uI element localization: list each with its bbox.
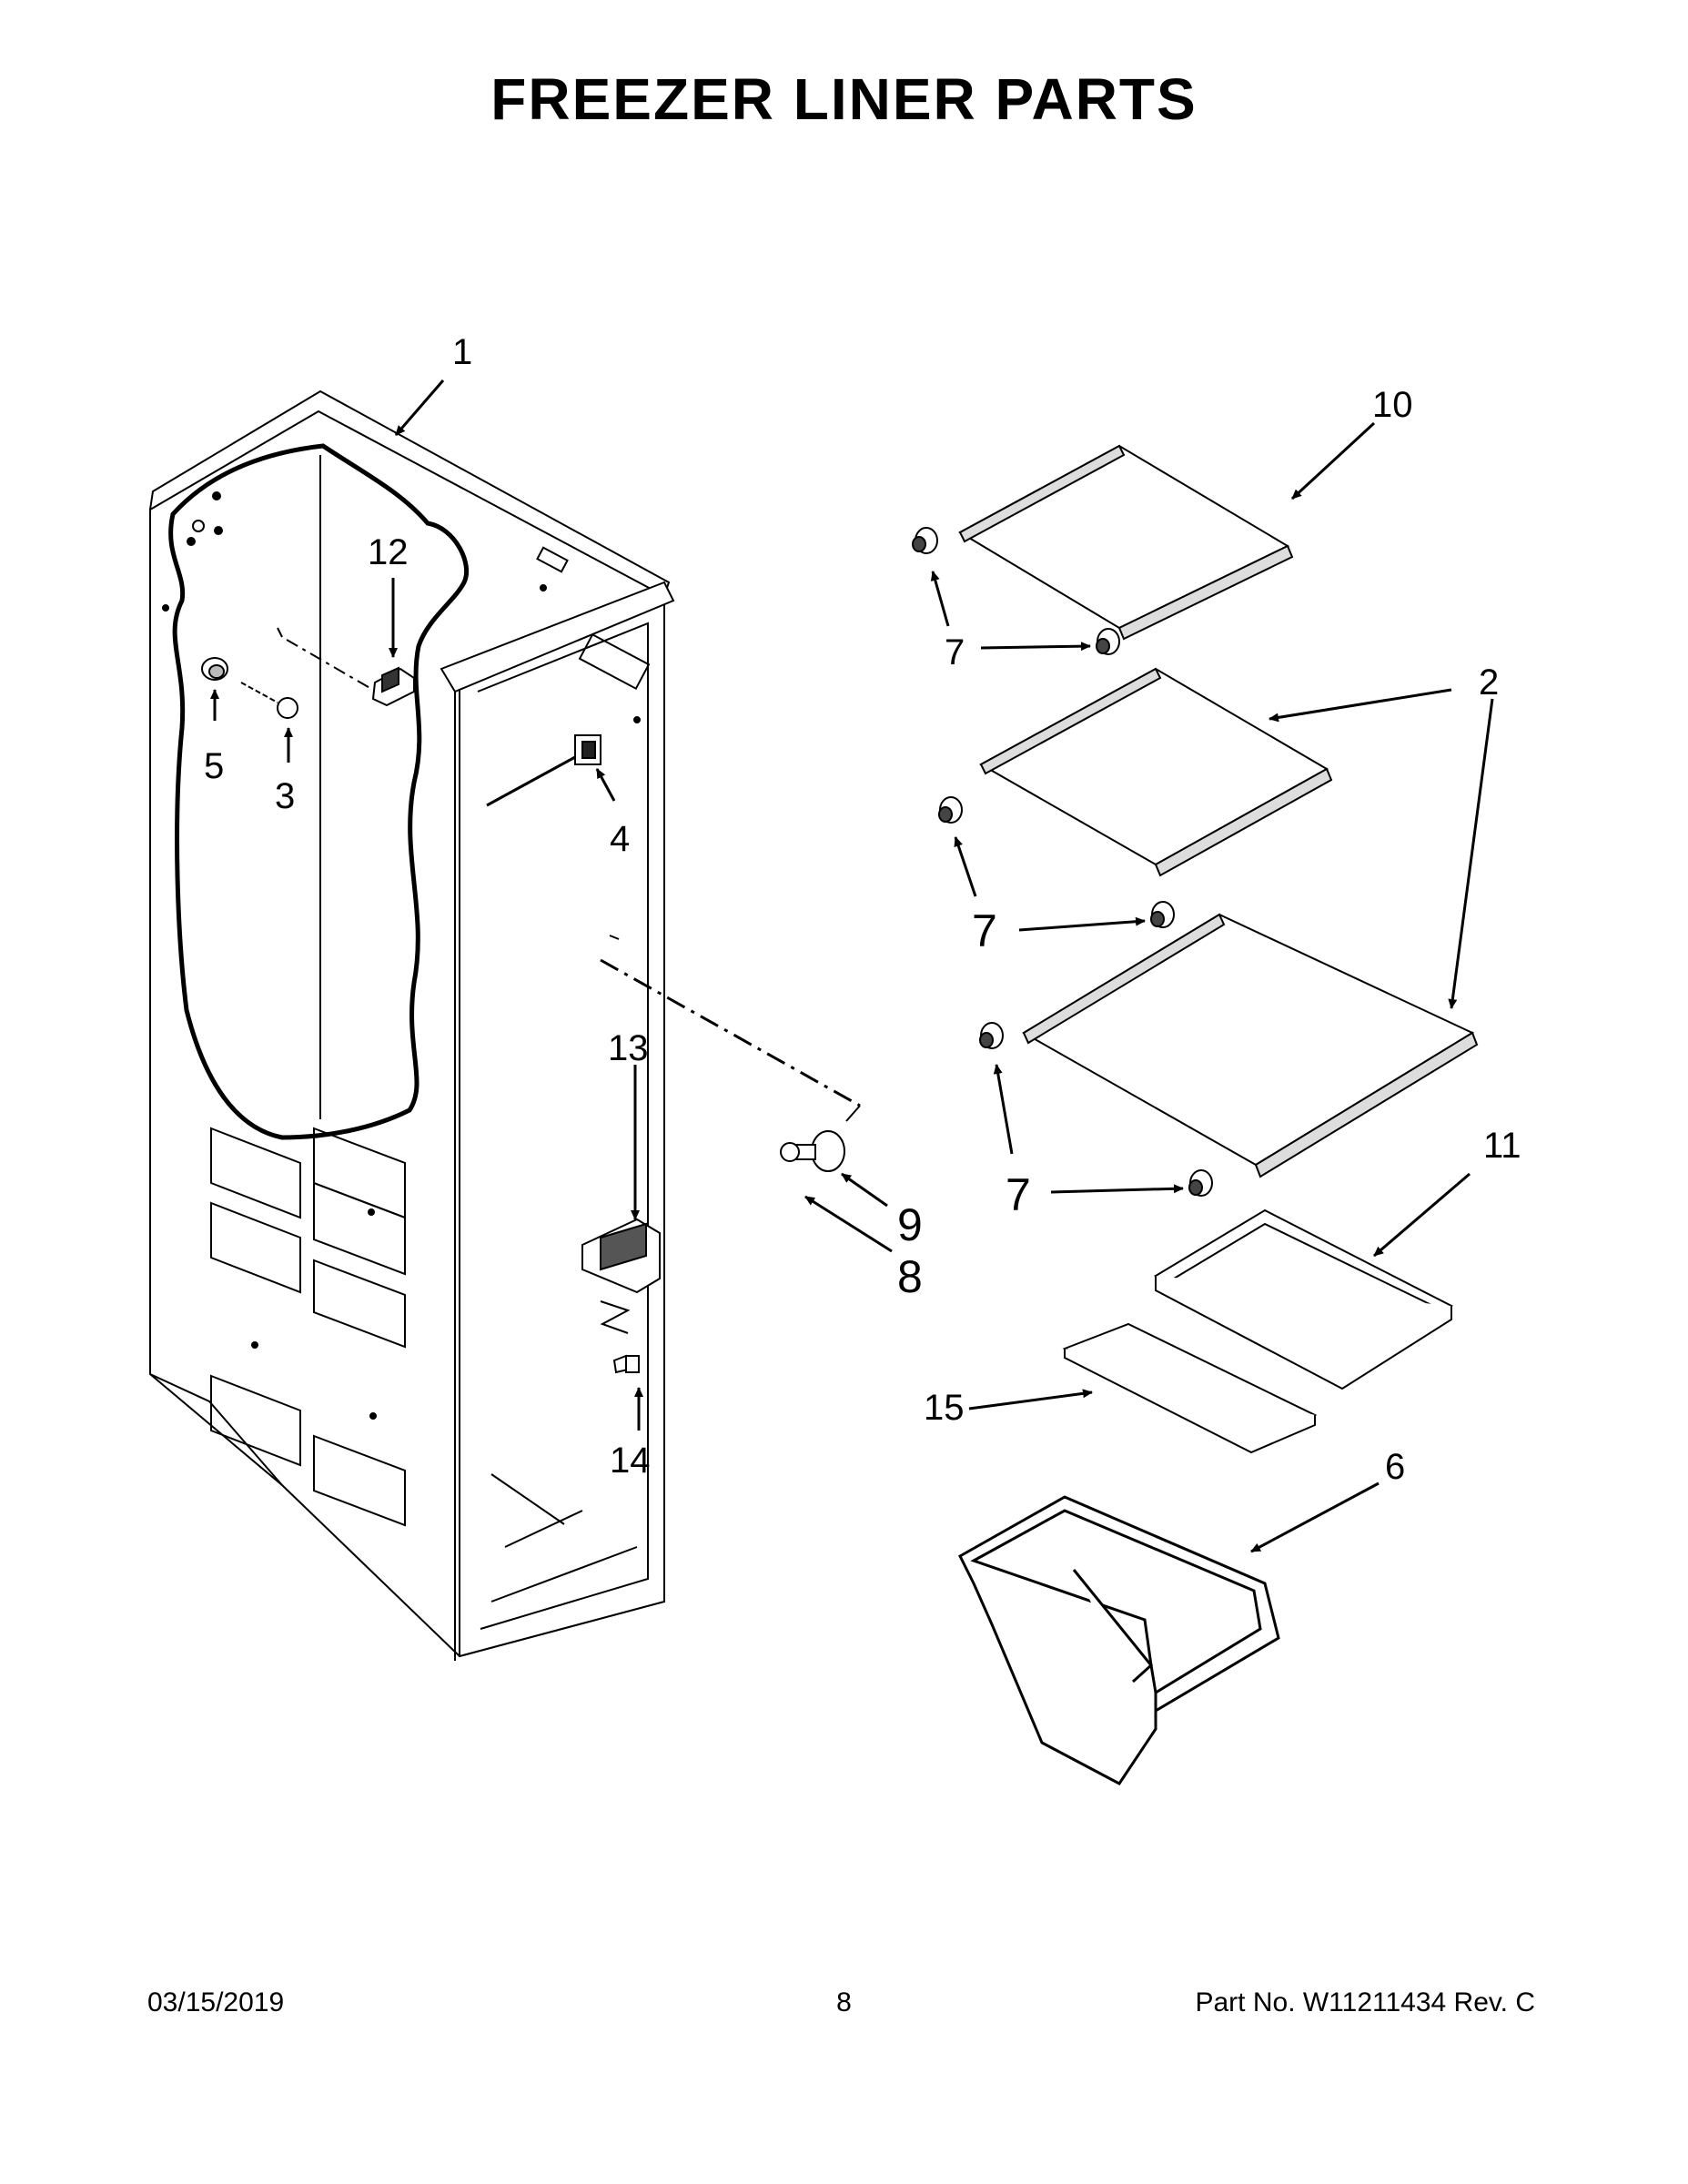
leader-lines bbox=[210, 379, 1494, 1553]
part-7-shelf-supports bbox=[912, 527, 1213, 1197]
callout-2: 2 bbox=[1479, 662, 1499, 703]
footer-part-number: Part No. W11211434 Rev. C bbox=[1195, 1987, 1535, 2017]
part-2-shelf-upper bbox=[978, 667, 1333, 877]
freezer-liner bbox=[149, 389, 675, 1661]
part-5-grommet bbox=[201, 657, 228, 681]
part-14-screw bbox=[612, 1354, 640, 1374]
callout-14: 14 bbox=[610, 1441, 651, 1481]
callout-8: 8 bbox=[897, 1251, 923, 1302]
callout-10: 10 bbox=[1372, 385, 1413, 425]
part-10-shelf bbox=[957, 444, 1294, 641]
part-8-9-screw-washer bbox=[600, 935, 861, 1172]
part-3-screw bbox=[240, 682, 298, 719]
callout-12: 12 bbox=[368, 532, 409, 572]
callout-5: 5 bbox=[204, 746, 224, 786]
callout-4: 4 bbox=[610, 819, 630, 859]
part-2-shelf-lower bbox=[1022, 913, 1479, 1178]
part-6-bin bbox=[958, 1495, 1280, 1785]
callout-11: 11 bbox=[1483, 1126, 1521, 1166]
callout-7-a: 7 bbox=[945, 632, 965, 672]
part-11-frame bbox=[1153, 1208, 1454, 1390]
callout-9: 9 bbox=[897, 1199, 923, 1250]
footer-date: 03/15/2019 bbox=[147, 1987, 285, 2017]
page-title: FREEZER LINER PARTS bbox=[490, 66, 1198, 132]
callout-6: 6 bbox=[1385, 1447, 1405, 1487]
callout-7-c: 7 bbox=[1006, 1169, 1031, 1220]
part-12-clip bbox=[277, 627, 415, 707]
callout-1: 1 bbox=[452, 332, 472, 372]
part-4-bracket bbox=[486, 734, 601, 807]
callout-7-b: 7 bbox=[972, 905, 997, 956]
footer-page-number: 8 bbox=[836, 1987, 852, 2017]
callout-3: 3 bbox=[275, 776, 295, 816]
callout-13: 13 bbox=[608, 1028, 649, 1068]
callout-15: 15 bbox=[924, 1388, 965, 1428]
part-15-cover bbox=[1062, 1322, 1318, 1454]
